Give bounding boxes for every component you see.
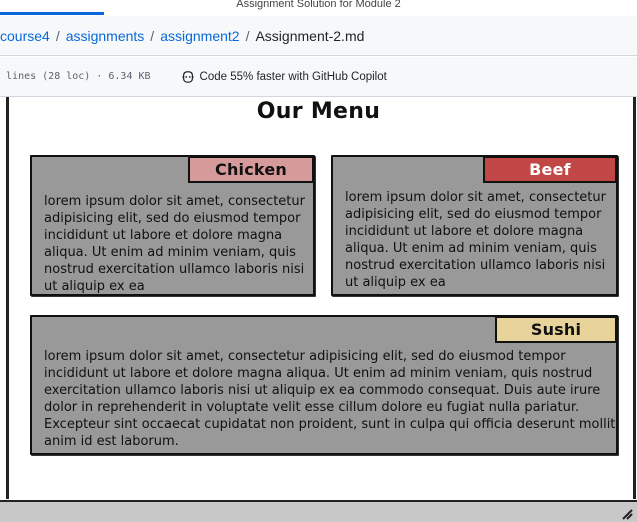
copilot-promo-text: Code 55% faster with GitHub Copilot xyxy=(199,70,387,83)
breadcrumb-current-file: Assignment-2.md xyxy=(255,27,365,44)
breadcrumb-separator: / xyxy=(150,27,155,44)
breadcrumb-item-assignments[interactable]: assignments xyxy=(65,27,145,44)
page-load-progress xyxy=(0,12,104,15)
copilot-icon xyxy=(181,70,194,83)
menu-card-text-chicken: lorem ipsum dolor sit amet, consectetur … xyxy=(44,194,305,293)
menu-card-chicken: Chicken lorem ipsum dolor sit amet, cons… xyxy=(30,155,315,296)
window-title-bar: Assignment Solution for Module 2 xyxy=(0,0,637,16)
copilot-promo-link[interactable]: Code 55% faster with GitHub Copilot xyxy=(181,70,387,84)
menu-card-label-beef: Beef xyxy=(483,156,617,183)
menu-card-beef: Beef lorem ipsum dolor sit amet, consect… xyxy=(331,155,618,296)
breadcrumb-item-course4[interactable]: course4 xyxy=(0,27,50,44)
breadcrumb: course4 / assignments / assignment2 / As… xyxy=(0,16,637,56)
menu-card-label-chicken: Chicken xyxy=(188,156,314,183)
breadcrumb-separator: / xyxy=(55,27,60,44)
menu-card-text-beef: lorem ipsum dolor sit amet, consectetur … xyxy=(345,190,606,290)
mockup-bottom-bar xyxy=(0,500,637,522)
resize-grip-icon[interactable] xyxy=(619,506,633,520)
mockup-frame xyxy=(6,97,636,499)
breadcrumb-separator: / xyxy=(245,27,250,44)
file-line-count: 5 lines (28 loc) · 6.34 KB xyxy=(0,71,151,82)
menu-card-text-sushi: lorem ipsum dolor sit amet, consectetur … xyxy=(44,349,616,449)
menu-card-label-sushi: Sushi xyxy=(495,316,617,343)
window-title: Assignment Solution for Module 2 xyxy=(236,0,401,10)
menu-title: Our Menu xyxy=(256,99,381,124)
breadcrumb-item-assignment2[interactable]: assignment2 xyxy=(160,27,240,44)
file-info-bar: 5 lines (28 loc) · 6.34 KB Code 55% fast… xyxy=(0,57,637,97)
menu-card-sushi: Sushi lorem ipsum dolor sit amet, consec… xyxy=(30,315,618,455)
